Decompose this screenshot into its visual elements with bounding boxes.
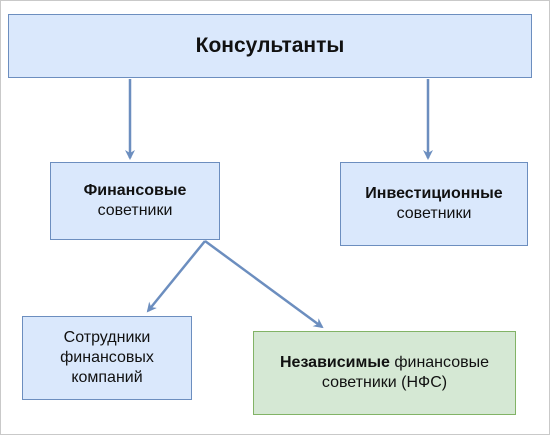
node-consultants: Консультанты <box>8 14 532 78</box>
node-financial-advisors-bold: Финансовые <box>83 182 187 199</box>
node-independent-advisors: Независимые финансовые советники (НФС) <box>253 331 516 415</box>
arrow-financial-to-independent <box>204 239 324 329</box>
node-company-employees: Сотрудники финансовых компаний <box>22 316 192 400</box>
node-financial-advisors-text: советники <box>97 202 173 219</box>
node-company-employees-line1: Сотрудники <box>63 329 151 346</box>
node-investment-advisors-bold: Инвестиционные <box>365 185 503 202</box>
node-investment-advisors-text: советники <box>396 205 472 222</box>
node-company-employees-line3: компаний <box>71 369 143 386</box>
arrow-financial-to-employees <box>146 240 206 313</box>
node-company-employees-line2: финансовых <box>60 349 154 366</box>
node-independent-advisors-line2: советники (НФС) <box>321 374 448 391</box>
node-independent-advisors-bold: Независимые <box>279 354 390 371</box>
node-independent-advisors-line1: Независимые финансовые <box>280 353 489 373</box>
node-independent-advisors-text1: финансовые <box>394 354 489 371</box>
node-consultants-label: Консультанты <box>195 33 345 57</box>
node-financial-advisors: Финансовые советники <box>50 162 220 240</box>
node-investment-advisors: Инвестиционные советники <box>340 162 528 246</box>
